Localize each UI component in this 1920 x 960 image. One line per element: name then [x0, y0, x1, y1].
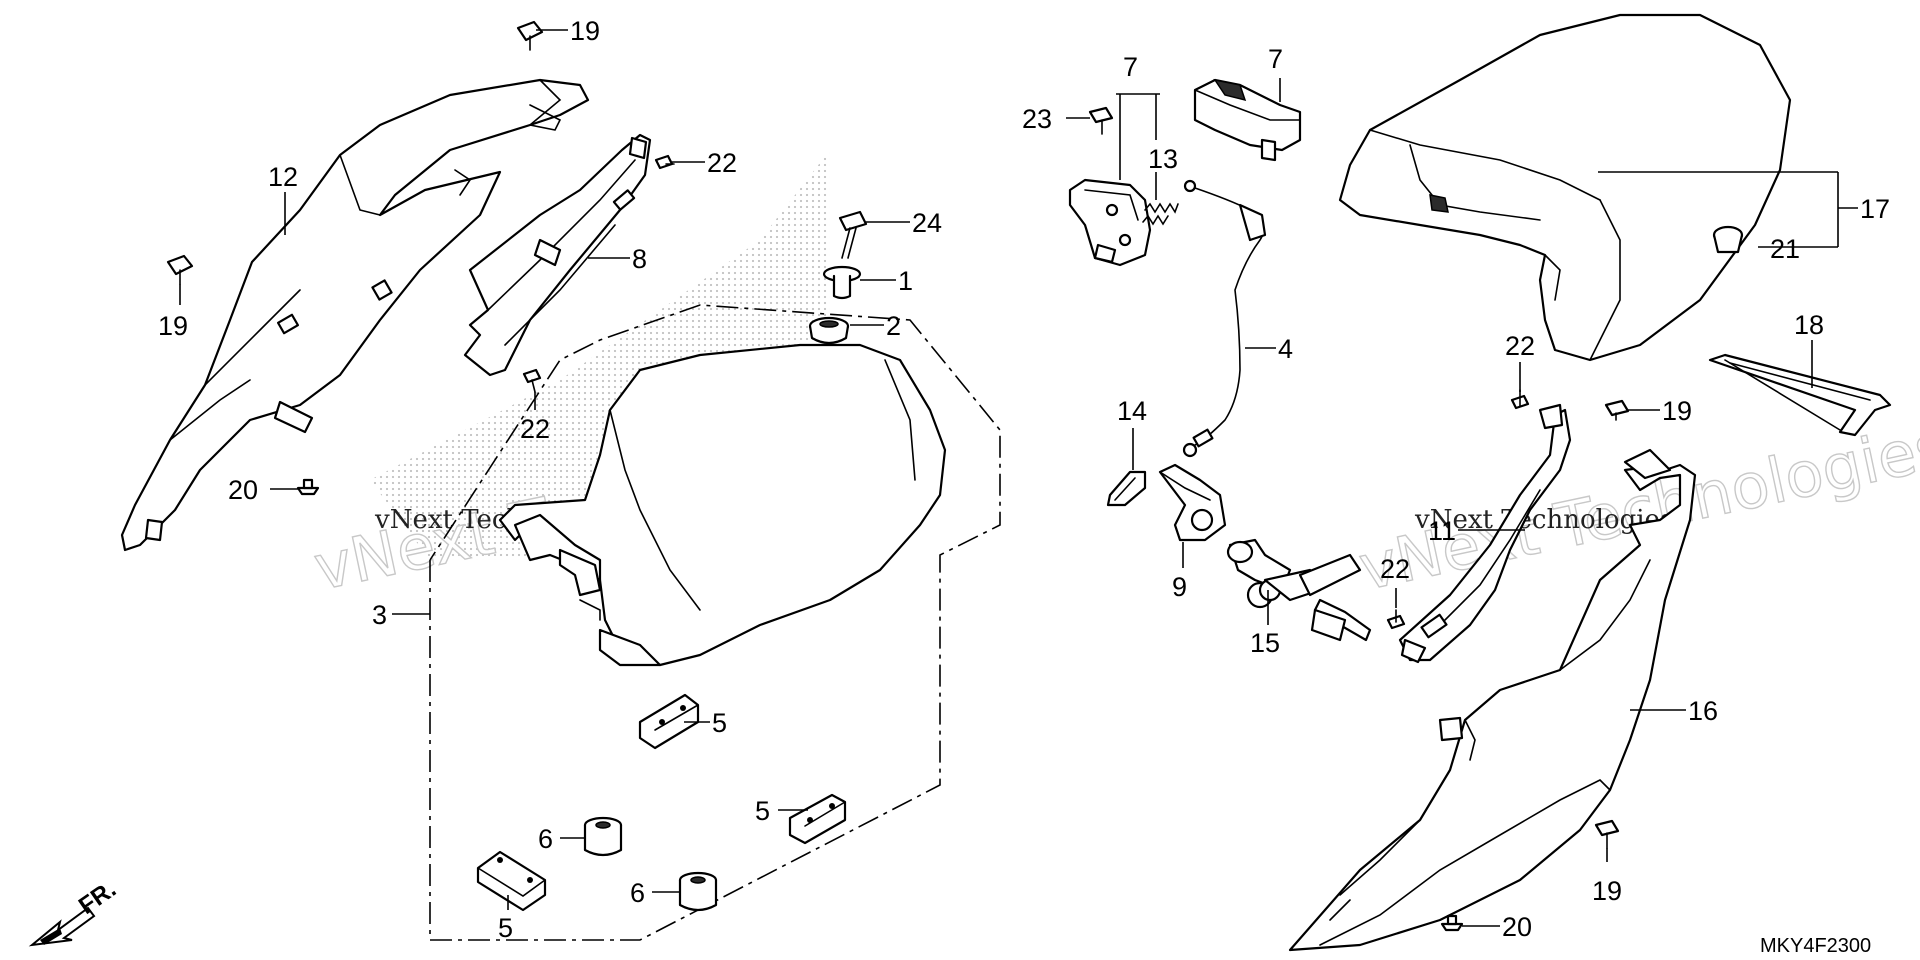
callout-4: 4 [1278, 334, 1293, 364]
callout-7: 7 [1268, 44, 1283, 74]
callout-19: 19 [158, 311, 188, 341]
part-18-grab-strap[interactable] [1708, 353, 1892, 437]
part-19-screw-left[interactable] [166, 254, 194, 285]
part-19-screw-bottom[interactable] [1594, 819, 1620, 849]
part-2-grommet[interactable] [808, 316, 850, 345]
callout-5: 5 [498, 913, 513, 943]
callout-17: 17 [1860, 194, 1890, 224]
callout-19: 19 [570, 16, 600, 46]
part-15-seat-lock-key-set[interactable] [1226, 538, 1372, 642]
part-6-cushion-b[interactable] [678, 871, 718, 912]
callout-6: 6 [630, 878, 645, 908]
callout-18: 18 [1794, 310, 1824, 340]
part-16-right-side-cover[interactable] [1288, 448, 1697, 952]
drawing-code: MKY4F2300 [1760, 935, 1871, 957]
part-23-bolt[interactable] [1088, 106, 1114, 135]
part-19-screw-right[interactable] [1604, 399, 1630, 421]
callout-23: 23 [1022, 104, 1052, 134]
callout-19: 19 [1662, 396, 1692, 426]
callout-20: 20 [228, 475, 258, 505]
callout-19: 19 [1592, 876, 1622, 906]
front-direction-indicator: FR. [28, 876, 121, 947]
part-11-right-bracket[interactable] [1398, 403, 1572, 664]
part-19-screw-top[interactable] [516, 20, 544, 51]
assembly-outline-3 [429, 304, 1001, 941]
part-5-rubber-b[interactable] [788, 793, 847, 845]
callout-6: 6 [538, 824, 553, 854]
part-22-screw-b[interactable] [522, 368, 542, 393]
callout-5: 5 [712, 708, 727, 738]
part-22-screw-d[interactable] [1386, 609, 1406, 630]
part-7-seat-latch[interactable] [1193, 78, 1302, 162]
callout-16: 16 [1688, 696, 1718, 726]
callout-21: 21 [1770, 234, 1800, 264]
callout-24: 24 [912, 208, 942, 238]
part-22-screw-c[interactable] [1510, 389, 1530, 410]
part-22-screw-a[interactable] [654, 154, 675, 170]
part-24-bolt[interactable] [838, 210, 868, 259]
part-8-bracket[interactable] [463, 133, 652, 377]
callout-22: 22 [707, 148, 737, 178]
part-3-main-seat[interactable] [498, 343, 947, 667]
part-20-clip-right[interactable] [1440, 914, 1464, 932]
callout-1: 1 [898, 266, 913, 296]
part-9-lock-stay[interactable] [1158, 463, 1227, 542]
callout-22: 22 [520, 414, 550, 444]
part-1-collar[interactable] [822, 265, 862, 300]
part-20-clip-left[interactable] [296, 478, 320, 496]
callout-3: 3 [372, 600, 387, 630]
callouts-left: 19 12 19 20 22 8 22 24 1 2 3 5 5 6 6 5 [158, 16, 942, 943]
part-12-left-side-cover[interactable] [120, 78, 590, 552]
callout-22: 22 [1505, 331, 1535, 361]
part-14-cable-clip[interactable] [1106, 470, 1147, 507]
callout-8: 8 [632, 244, 647, 274]
watermark-text: vNext Technologies [1414, 505, 1673, 535]
callout-2: 2 [886, 311, 901, 341]
callout-14: 14 [1117, 396, 1147, 426]
part-10-latch-bracket[interactable] [1068, 178, 1152, 267]
callout-22: 22 [1380, 554, 1410, 584]
callout-10: 7 [1123, 52, 1138, 82]
callout-11: 11 [1428, 516, 1456, 546]
callout-13: 13 [1148, 144, 1178, 174]
callout-20: 20 [1502, 912, 1532, 942]
part-17-pillion-seat[interactable] [1338, 13, 1792, 362]
part-13-spring[interactable] [1142, 202, 1179, 226]
callout-15: 15 [1250, 628, 1280, 658]
callout-9: 9 [1172, 572, 1187, 602]
part-5-rubber-c[interactable] [476, 850, 547, 912]
callout-5: 5 [755, 796, 770, 826]
part-6-cushion-a[interactable] [583, 816, 623, 857]
part-4-seat-cable[interactable] [1182, 179, 1267, 458]
callouts-right: 7 13 23 7 4 14 9 15 17 21 18 22 19 11 [1022, 44, 1890, 957]
part-21-rubber[interactable] [1712, 225, 1744, 254]
callout-12: 12 [268, 162, 298, 192]
